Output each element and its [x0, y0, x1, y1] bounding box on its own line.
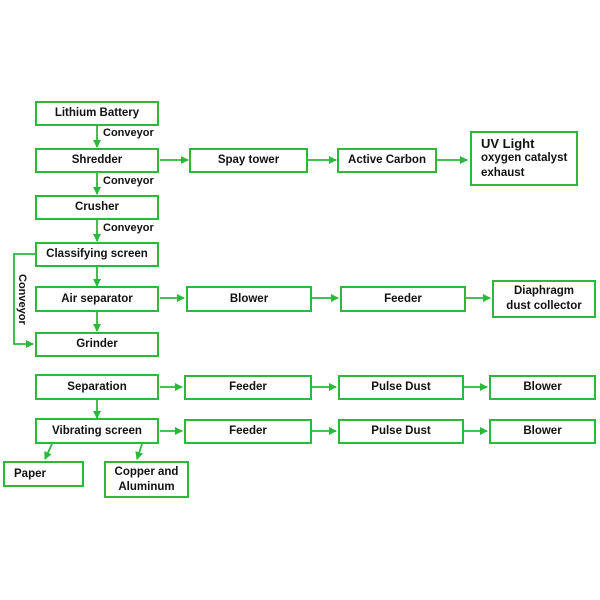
node-vibrating-screen: Vibrating screen: [35, 418, 159, 444]
node-lithium-battery: Lithium Battery: [35, 101, 159, 126]
node-text-line: Copper and: [114, 465, 179, 478]
node-pulse-dust: Pulse Dust: [338, 375, 464, 400]
node-air-separator: Air separator: [35, 286, 159, 312]
node-feeder: Feeder: [340, 286, 466, 312]
node-uv-light-exhaust: UV Light oxygen catalyst exhaust: [470, 131, 578, 186]
node-text-line: dust collector: [506, 300, 582, 312]
conveyor-label: Conveyor: [103, 222, 154, 234]
arrow-classifying-to-grinder-side: [13, 253, 35, 348]
node-pulse-dust: Pulse Dust: [338, 419, 464, 444]
node-shredder: Shredder: [35, 148, 159, 173]
conveyor-label: Conveyor: [103, 127, 154, 139]
node-paper: Paper: [3, 461, 84, 487]
node-feeder: Feeder: [184, 375, 312, 400]
node-classifying-screen: Classifying screen: [35, 242, 159, 267]
conveyor-side-label: Conveyor: [16, 274, 28, 325]
arrow-vibrating-to-copper: [135, 443, 144, 460]
node-text-line: UV Light: [481, 136, 535, 151]
arrow-vibrating-to-paper: [44, 443, 53, 460]
node-blower: Blower: [186, 286, 312, 312]
node-grinder: Grinder: [35, 332, 159, 357]
node-crusher: Crusher: [35, 195, 159, 220]
node-feeder: Feeder: [184, 419, 312, 444]
node-text-line: Aluminum: [118, 480, 175, 493]
node-text-line: oxygen catalyst: [481, 152, 568, 164]
node-active-carbon: Active Carbon: [337, 148, 437, 173]
node-separation: Separation: [35, 374, 159, 400]
node-diaphragm-dust-collector: Diaphragm dust collector: [492, 280, 596, 318]
node-blower: Blower: [489, 375, 596, 400]
node-blower: Blower: [489, 419, 596, 444]
node-text-line: Diaphragm: [513, 285, 575, 297]
conveyor-label: Conveyor: [103, 175, 154, 187]
node-spay-tower: Spay tower: [189, 148, 308, 173]
node-copper-aluminum: Copper and Aluminum: [104, 461, 189, 498]
node-text-line: exhaust: [481, 167, 525, 179]
